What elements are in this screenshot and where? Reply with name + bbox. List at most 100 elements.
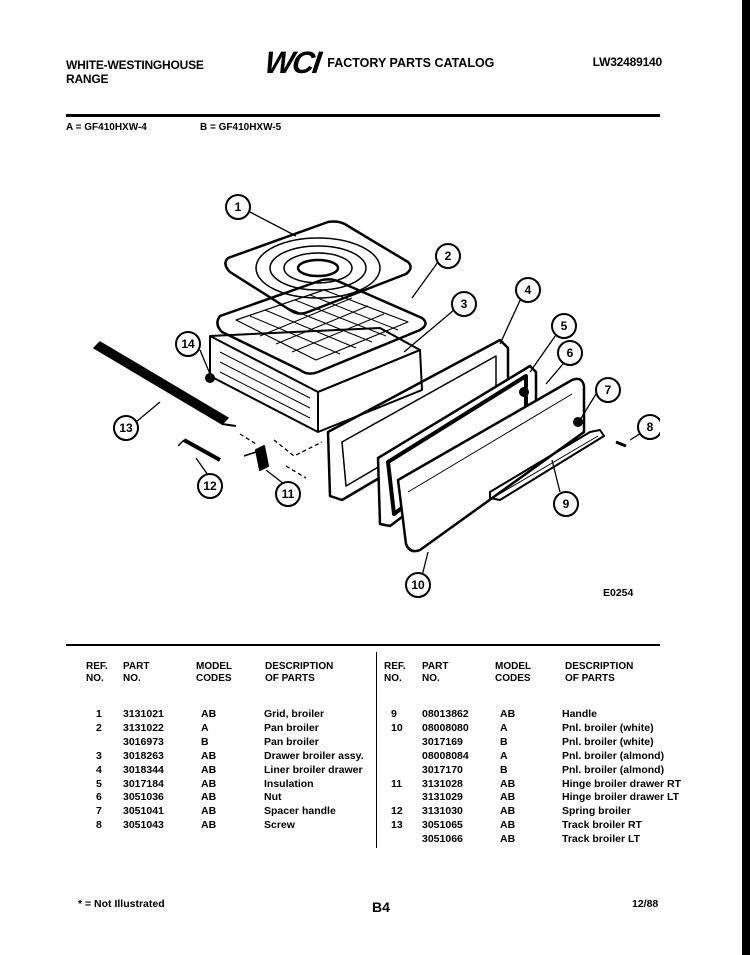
row-model: AB: [500, 833, 516, 846]
row-model: A: [500, 749, 508, 762]
row-desc: Track broiler LT: [562, 833, 640, 846]
callout-12: 12: [197, 473, 223, 499]
row-desc: Pnl. broiler (white): [562, 721, 654, 734]
callout-2: 2: [435, 243, 461, 269]
row-part: 3131028: [422, 777, 463, 790]
svg-text:11: 11: [282, 487, 295, 501]
row-part: 3131021: [123, 708, 164, 720]
vertical-divider: [376, 652, 377, 848]
row-desc: Pnl. broiler (white): [562, 735, 654, 748]
svg-text:9: 9: [563, 497, 570, 511]
brand-line-2: RANGE: [66, 72, 109, 86]
col-ref-left: REF.NO.: [86, 661, 108, 684]
row-part: 3017169: [422, 735, 463, 748]
row-part: 08008080: [422, 721, 469, 734]
row-desc: Pan broiler: [264, 735, 319, 748]
callout-10: 10: [405, 572, 431, 598]
row-part: 3017170: [422, 763, 463, 776]
panel-handle: [489, 429, 605, 501]
callout-1: 1: [225, 194, 251, 220]
page-number: B4: [372, 899, 390, 915]
svg-text:10: 10: [411, 578, 425, 592]
row-part: 08008084: [422, 749, 469, 762]
catalog-title: FACTORY PARTS CATALOG: [327, 56, 495, 70]
row-part: 3131022: [123, 721, 164, 734]
broiler-pan: [216, 278, 427, 375]
footnote: * = Not Illustrated: [78, 898, 165, 910]
row-desc: Nut: [264, 791, 282, 804]
screw: [615, 440, 627, 448]
broiler-track: [93, 341, 237, 427]
row-desc: Spacer handle: [264, 805, 336, 818]
row-ref: 3: [96, 749, 102, 762]
svg-text:12: 12: [203, 479, 217, 493]
row-desc: Track broiler RT: [562, 819, 642, 832]
row-part: 3018344: [123, 763, 164, 776]
row-desc: Drawer broiler assy.: [264, 749, 364, 762]
row-model: AB: [201, 777, 217, 790]
row-part: 3016973: [123, 735, 164, 748]
row-part: 3131029: [422, 791, 463, 804]
row-ref: 11: [391, 777, 403, 790]
broiler-spring: [177, 438, 221, 462]
callout-3: 3: [451, 291, 477, 317]
svg-text:8: 8: [647, 420, 654, 434]
row-part: 3051041: [123, 805, 164, 818]
svg-text:4: 4: [525, 283, 532, 297]
svg-text:14: 14: [181, 337, 195, 351]
row-desc: Pnl. broiler (almond): [562, 763, 665, 776]
row-ref: 9: [391, 708, 397, 720]
row-ref: 7: [96, 805, 102, 818]
brand-block: WHITE-WESTINGHOUSE RANGE: [66, 58, 204, 86]
row-model: B: [201, 735, 209, 748]
row-ref: 2: [96, 721, 102, 734]
row-model: AB: [201, 763, 217, 776]
header-rule: [66, 114, 660, 117]
row-part: 08013862: [422, 708, 469, 720]
row-desc: Handle: [562, 708, 598, 720]
doc-number: LW32489140: [592, 55, 663, 69]
row-desc: Hinge broiler drawer LT: [562, 791, 680, 804]
col-ref-right: REF.NO.: [384, 661, 406, 684]
row-ref: 6: [96, 791, 102, 804]
svg-text:3: 3: [461, 297, 468, 311]
catalog-date: 12/88: [632, 898, 659, 910]
row-ref: 10: [391, 721, 403, 734]
row-ref: 1: [96, 708, 102, 720]
row-model: AB: [201, 708, 217, 720]
row-model: AB: [500, 708, 516, 720]
catalog-logo-block: WCI FACTORY PARTS CATALOG: [262, 45, 495, 80]
row-part: 3017184: [123, 777, 164, 790]
row-part: 3051036: [123, 791, 164, 804]
row-model: AB: [201, 805, 217, 818]
callout-5: 5: [551, 313, 577, 339]
row-model: AB: [201, 791, 217, 804]
row-desc: Pnl. broiler (almond): [562, 749, 665, 762]
row-model: AB: [201, 749, 217, 762]
wci-logo: WCI: [262, 45, 322, 80]
broiler-drawer-assembly: [205, 327, 423, 433]
row-desc: Grid, broiler: [264, 708, 325, 720]
svg-text:5: 5: [561, 319, 568, 333]
exploded-parts-diagram: 1 2 3 4 5 6 7 8 9 10 11 12 13 14: [93, 194, 660, 598]
callout-11: 11: [275, 481, 301, 507]
row-part: 3131030: [422, 805, 463, 818]
scan-edge-right: [742, 0, 750, 955]
drawer-hinge: [239, 433, 323, 479]
row-desc: Liner broiler drawer: [264, 763, 363, 776]
row-model: B: [500, 735, 508, 748]
row-ref: 4: [96, 763, 102, 776]
row-ref: 8: [96, 819, 102, 832]
row-desc: Screw: [264, 819, 295, 832]
svg-text:2: 2: [445, 249, 452, 263]
svg-text:7: 7: [605, 383, 612, 397]
row-model: AB: [500, 777, 516, 790]
table-top-rule: [66, 644, 660, 646]
callout-9: 9: [553, 491, 579, 517]
broiler-panel: [396, 377, 586, 553]
row-ref: 13: [391, 819, 403, 832]
